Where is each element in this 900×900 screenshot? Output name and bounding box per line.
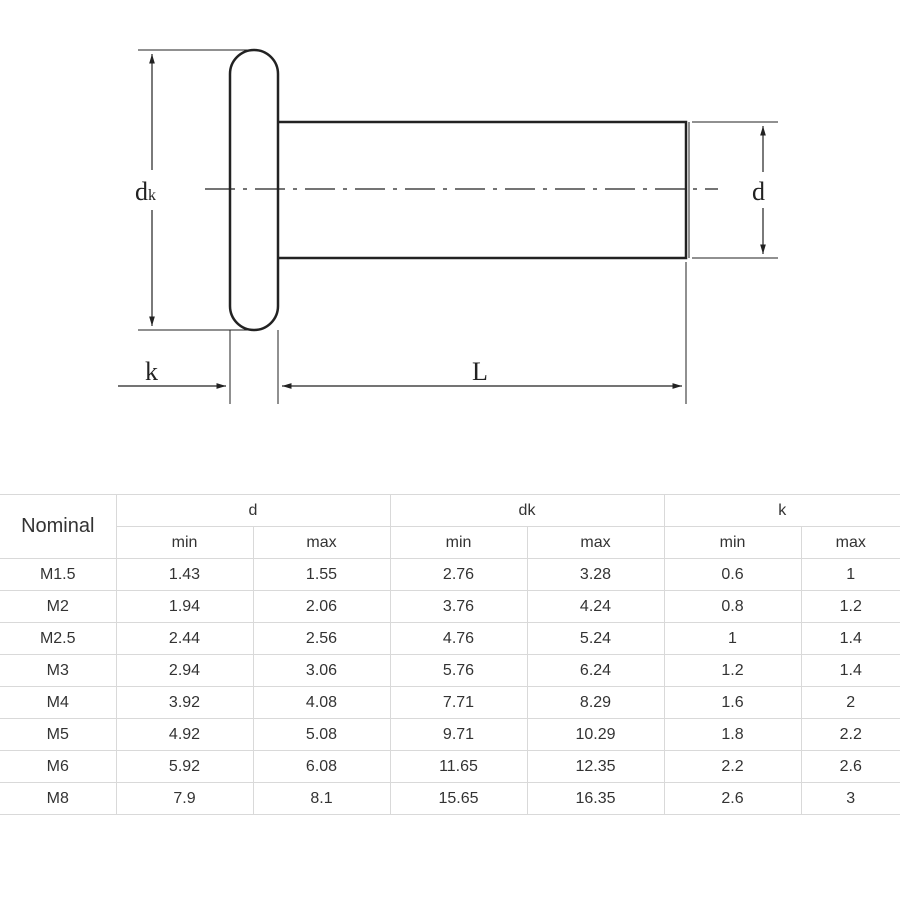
sub-header-d-max: max [252, 526, 391, 559]
table-cell: 3.06 [252, 654, 391, 687]
sub-header-k-max: max [800, 526, 900, 559]
rivet-head [228, 48, 280, 332]
table-row: M8 7.9 8.1 15.65 16.35 2.6 3 [0, 782, 900, 815]
sub-header-dk-max: max [526, 526, 665, 559]
table-row: M5 4.92 5.08 9.71 10.29 1.8 2.2 [0, 718, 900, 751]
d-label: d [752, 177, 765, 206]
sub-header-row: min max min max min max [0, 526, 900, 559]
table-cell: 16.35 [526, 782, 665, 815]
table-row: M3 2.94 3.06 5.76 6.24 1.2 1.4 [0, 654, 900, 687]
nominal-header: Nominal [0, 494, 117, 559]
dimension-spec-table: Nominal d dk k min max min max min max M… [0, 494, 900, 815]
table-cell: 2.06 [252, 590, 391, 623]
spec-table-body: M1.5 1.43 1.55 2.76 3.28 0.6 1 M2 1.94 2… [0, 558, 900, 815]
table-row: M6 5.92 6.08 11.65 12.35 2.2 2.6 [0, 750, 900, 783]
table-cell: 5.92 [115, 750, 254, 783]
table-cell: 5.08 [252, 718, 391, 751]
table-cell: 1.6 [663, 686, 802, 719]
table-cell: 2.76 [389, 558, 528, 591]
table-cell: 3 [800, 782, 900, 815]
table-cell: 2.2 [800, 718, 900, 751]
table-cell: 15.65 [389, 782, 528, 815]
table-cell: 2.6 [663, 782, 802, 815]
table-cell: 2 [800, 686, 900, 719]
table-cell: 3.28 [526, 558, 665, 591]
table-cell: 2.56 [252, 622, 391, 655]
table-row: M4 3.92 4.08 7.71 8.29 1.6 2 [0, 686, 900, 719]
table-cell: 11.65 [389, 750, 528, 783]
table-row: M2 1.94 2.06 3.76 4.24 0.8 1.2 [0, 590, 900, 623]
table-cell: 2.94 [115, 654, 254, 687]
table-cell: 1.2 [800, 590, 900, 623]
table-cell: 2.6 [800, 750, 900, 783]
rivet-drawing-svg: dk d k L [118, 48, 778, 404]
table-cell: 3.92 [115, 686, 254, 719]
table-cell: 4.76 [389, 622, 528, 655]
dk-label: dk [135, 177, 156, 206]
table-cell: 1.43 [115, 558, 254, 591]
table-cell: 0.6 [663, 558, 802, 591]
group-header-d: d [115, 494, 391, 527]
table-cell: 0.8 [663, 590, 802, 623]
table-cell: 1.8 [663, 718, 802, 751]
table-cell: 4.92 [115, 718, 254, 751]
table-cell: 6.08 [252, 750, 391, 783]
table-cell: 8.29 [526, 686, 665, 719]
table-cell: 6.24 [526, 654, 665, 687]
table-cell: 2.44 [115, 622, 254, 655]
L-label: L [472, 357, 488, 386]
table-cell: 1.55 [252, 558, 391, 591]
nominal-cell: M2.5 [0, 622, 117, 655]
group-header-row: Nominal d dk k [0, 494, 900, 559]
table-row: M2.5 2.44 2.56 4.76 5.24 1 1.4 [0, 622, 900, 655]
table-cell: 1 [800, 558, 900, 591]
table-cell: 8.1 [252, 782, 391, 815]
nominal-cell: M6 [0, 750, 117, 783]
table-cell: 1.4 [800, 654, 900, 687]
sub-header-d-min: min [116, 526, 254, 559]
table-cell: 4.08 [252, 686, 391, 719]
nominal-cell: M8 [0, 782, 117, 815]
nominal-cell: M2 [0, 590, 117, 623]
nominal-cell: M3 [0, 654, 117, 687]
table-cell: 10.29 [526, 718, 665, 751]
table-row: M1.5 1.43 1.55 2.76 3.28 0.6 1 [0, 558, 900, 591]
nominal-cell: M1.5 [0, 558, 117, 591]
table-cell: 1.4 [800, 622, 900, 655]
sub-header-dk-min: min [389, 526, 528, 559]
table-cell: 12.35 [526, 750, 665, 783]
k-label: k [145, 357, 158, 386]
rivet-technical-drawing: dk d k L [0, 0, 900, 440]
table-cell: 1 [663, 622, 802, 655]
table-cell: 1.2 [663, 654, 802, 687]
nominal-cell: M4 [0, 686, 117, 719]
group-header-dk: dk [389, 494, 665, 527]
nominal-cell: M5 [0, 718, 117, 751]
table-cell: 2.2 [663, 750, 802, 783]
table-cell: 5.24 [526, 622, 665, 655]
sub-header-k-min: min [663, 526, 802, 559]
rivet-shank [278, 120, 688, 260]
table-cell: 9.71 [389, 718, 528, 751]
table-cell: 5.76 [389, 654, 528, 687]
table-cell: 3.76 [389, 590, 528, 623]
group-header-k: k [663, 494, 900, 527]
table-cell: 1.94 [115, 590, 254, 623]
table-cell: 4.24 [526, 590, 665, 623]
table-cell: 7.9 [115, 782, 254, 815]
table-cell: 7.71 [389, 686, 528, 719]
